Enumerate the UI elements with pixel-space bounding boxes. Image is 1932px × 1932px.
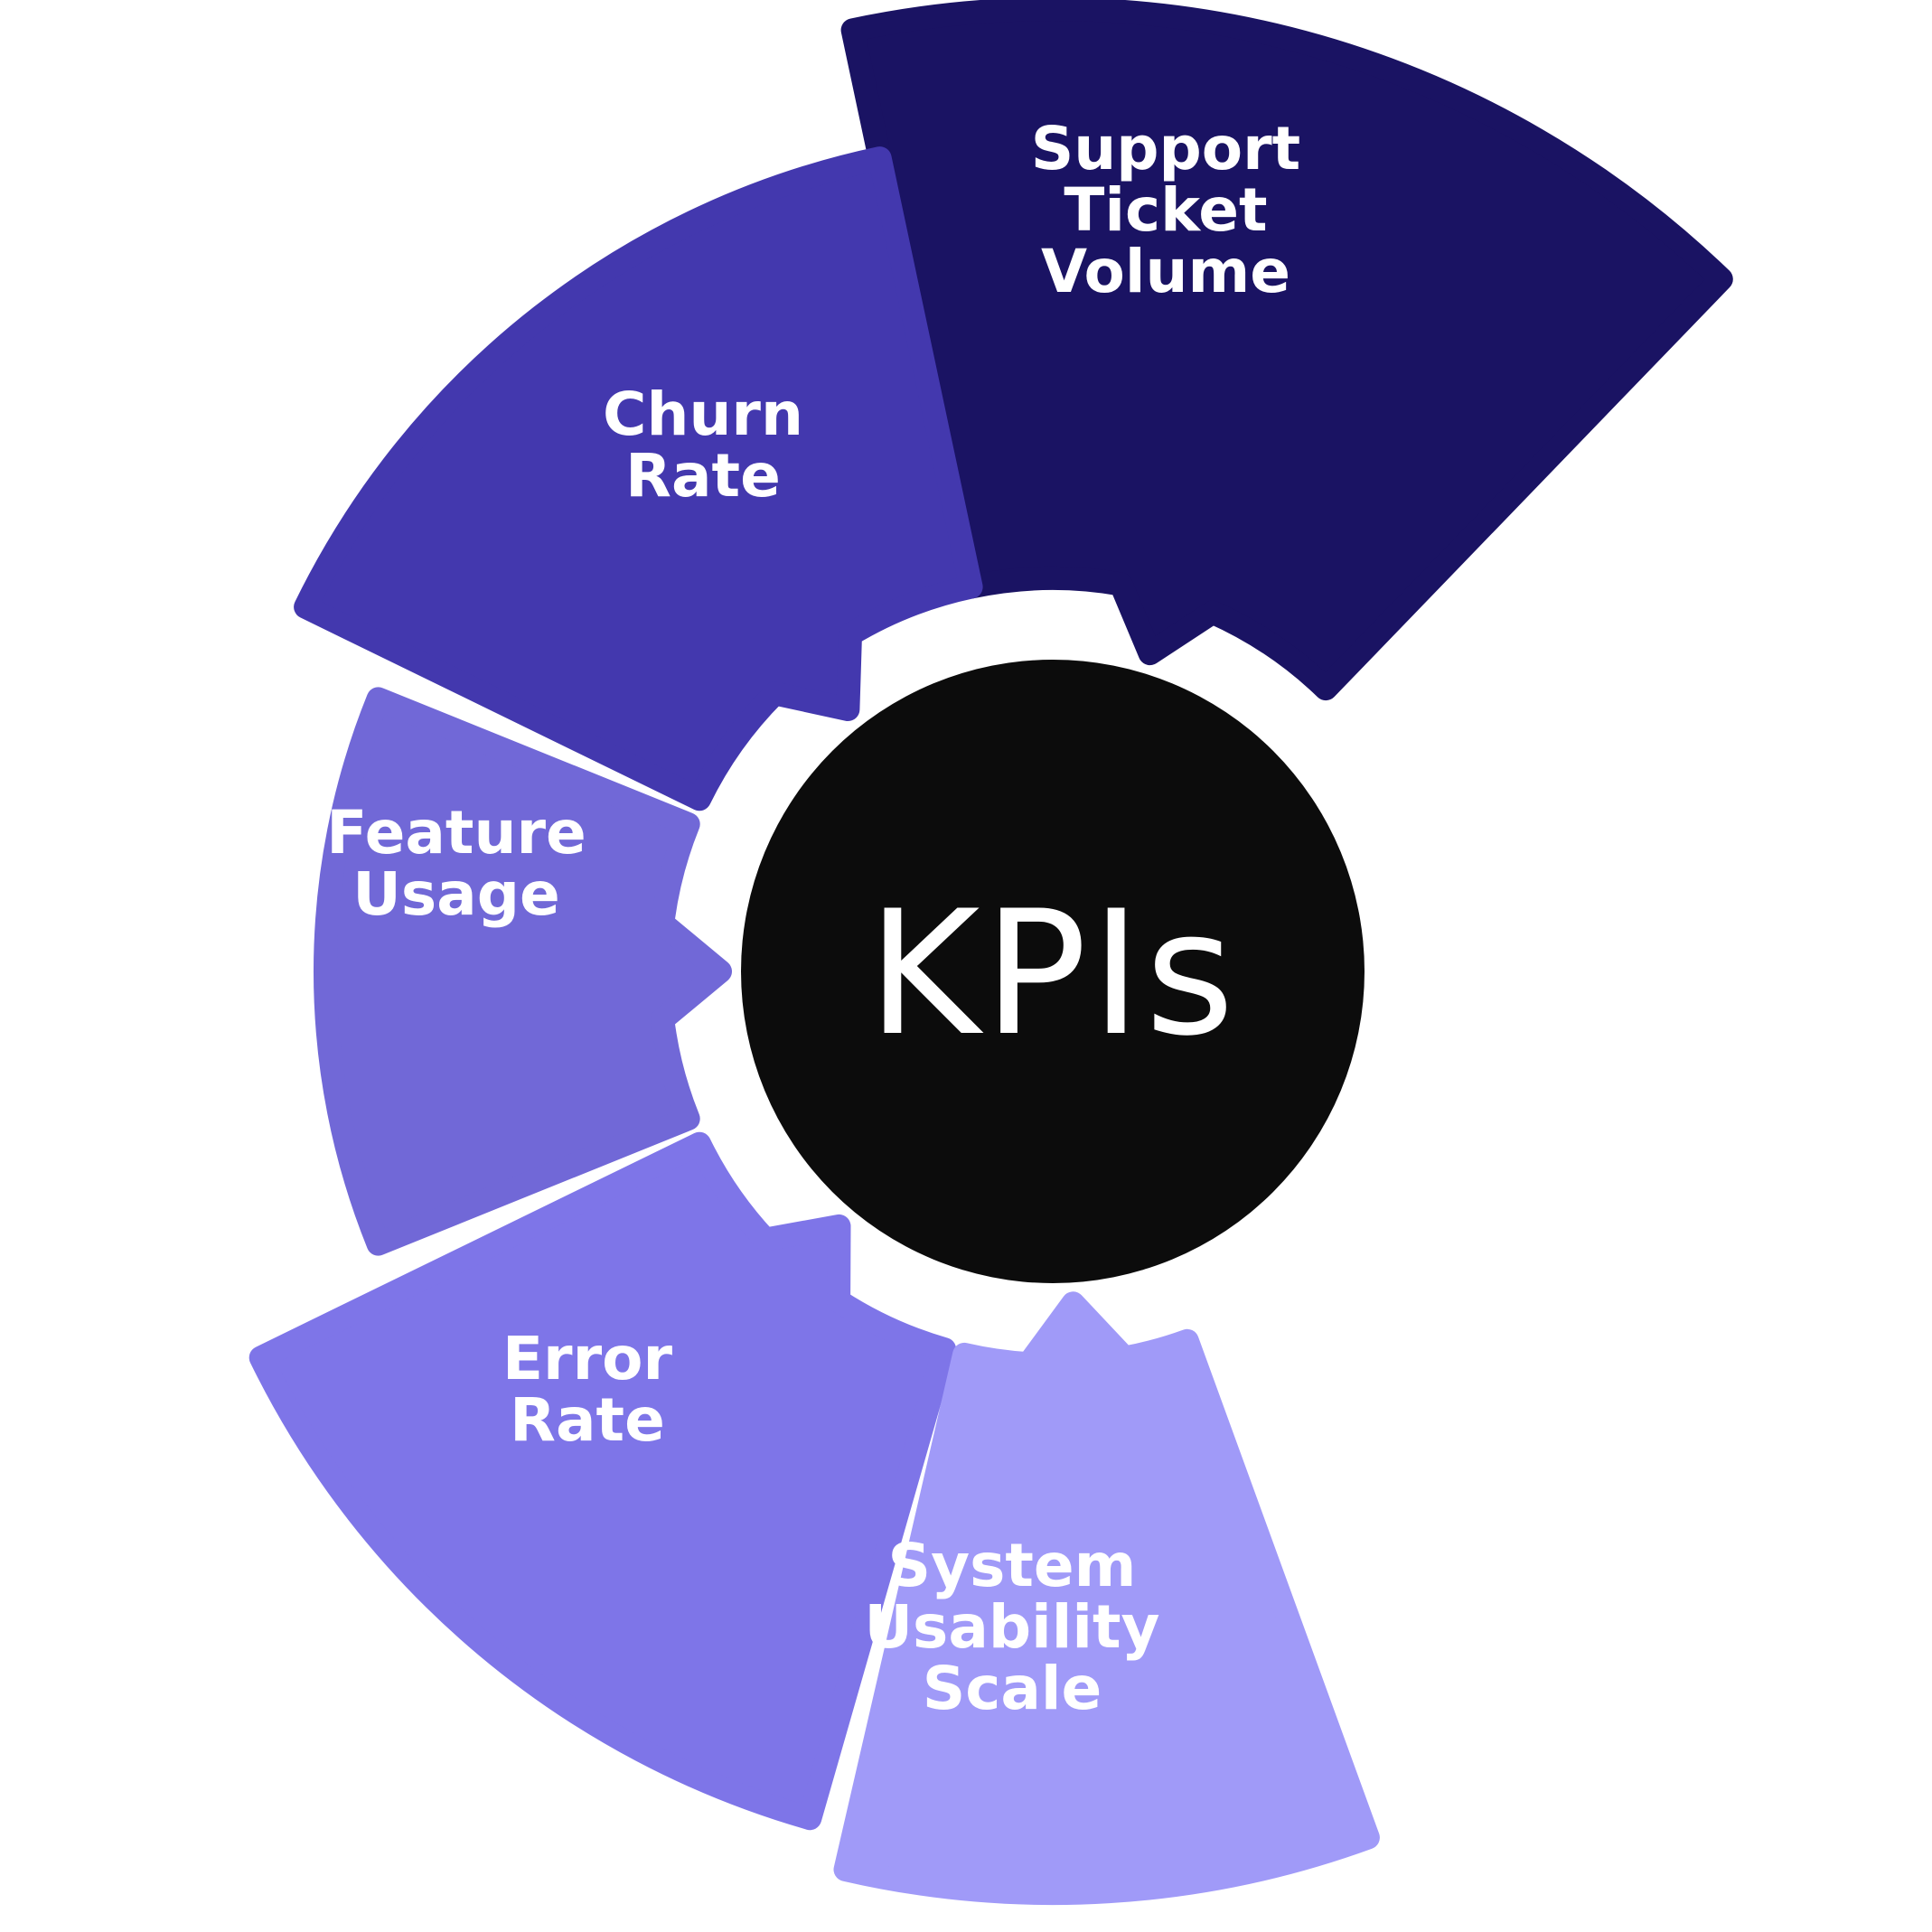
segment-support-ticket-volume [840,0,1733,701]
segment-feature-usage [314,687,732,1256]
center-circle [741,660,1365,1283]
segment-error-rate [249,1131,957,1831]
center-title: KPIs [868,874,1238,1074]
segment-system-usability-scale [833,1291,1380,1906]
segment-churn-rate [294,146,983,811]
